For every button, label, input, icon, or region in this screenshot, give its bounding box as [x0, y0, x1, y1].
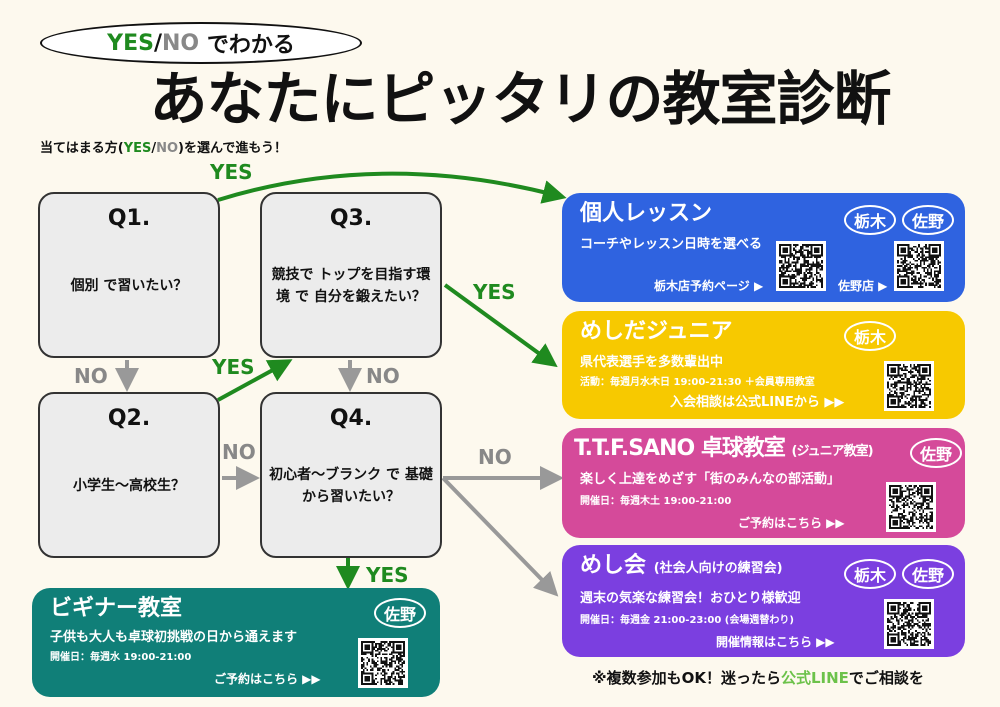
sano-booking-link[interactable]: 佐野店 ▶: [838, 279, 888, 293]
question-q4: Q4.初心者～ブランク で 基礎から習いたい？: [260, 392, 442, 558]
badge-tochigi: 栃木: [844, 205, 896, 235]
qr-code[interactable]: [358, 638, 408, 688]
no-label: NO: [74, 364, 108, 388]
reservation-link[interactable]: ご予約はこちら ▶▶: [214, 672, 321, 686]
event-info-link[interactable]: 開催情報はこちら ▶▶: [716, 635, 835, 649]
subtitle: 当てはまる方(YES/NO)を選んで進もう！: [40, 141, 287, 156]
qr-code[interactable]: [886, 482, 936, 532]
no-label: NO: [222, 440, 256, 464]
arrow-q4-no-meshikai: [441, 476, 559, 597]
line-consult-link[interactable]: 入会相談は公式LINEから ▶▶: [670, 395, 845, 410]
badge-tochigi: 栃木: [844, 559, 896, 589]
card-meshikai[interactable]: めし会 (社会人向けの練習会) 栃木 佐野 週末の気楽な練習会！おひとり様歓迎 …: [562, 545, 965, 657]
question-q1: Q1.個別 で習いたい？: [38, 192, 220, 358]
header-bubble: YES/NO でわかる: [40, 22, 362, 64]
card-private-lesson[interactable]: 個人レッスン 栃木 佐野 コーチやレッスン日時を選べる 栃木店予約ページ ▶ 佐…: [562, 193, 965, 302]
yes-label: YES: [210, 160, 253, 184]
badge-sano: 佐野: [902, 559, 954, 589]
badge-tochigi: 栃木: [844, 321, 896, 351]
arrow-q3-yes: [443, 283, 558, 368]
badge-sano: 佐野: [374, 598, 426, 628]
qr-code[interactable]: [884, 599, 934, 649]
reservation-link[interactable]: ご予約はこちら ▶▶: [738, 516, 845, 530]
qr-code-line[interactable]: [884, 361, 934, 411]
qr-code-tochigi[interactable]: [776, 241, 826, 291]
yes-label: YES: [212, 355, 255, 379]
arrow-q1-yes: [217, 171, 567, 204]
no-label: NO: [366, 364, 400, 388]
yes-label: YES: [366, 563, 409, 587]
arrow-q2-yes: [217, 359, 293, 402]
question-q3: Q3.競技で トップを目指す環境 で 自分を鍛えたい？: [260, 192, 442, 358]
card-meshida-junior[interactable]: めしだジュニア 栃木 県代表選手を多数輩出中 活動：毎週月水木日 19:00-2…: [562, 311, 965, 419]
card-beginner[interactable]: ビギナー教室 佐野 子供も大人も卓球初挑戦の日から通えます 開催日：毎週水 19…: [32, 588, 440, 697]
card-ttf-sano[interactable]: T.T.F.SANO 卓球教室 (ジュニア教室) 佐野 楽しく上達をめざす「街の…: [562, 428, 965, 538]
question-q2: Q2.小学生～高校生？: [38, 392, 220, 558]
badge-sano: 佐野: [902, 205, 954, 235]
qr-code-sano[interactable]: [894, 241, 944, 291]
badge-sano: 佐野: [910, 438, 962, 468]
page-title: あなたにピッタリの教室診断: [149, 65, 891, 133]
footer-note: ※複数参加もOK！迷ったら公式LINEでご相談を: [592, 669, 924, 687]
yes-label: YES: [473, 280, 516, 304]
tochigi-booking-link[interactable]: 栃木店予約ページ ▶: [654, 279, 764, 293]
no-label: NO: [478, 445, 512, 469]
